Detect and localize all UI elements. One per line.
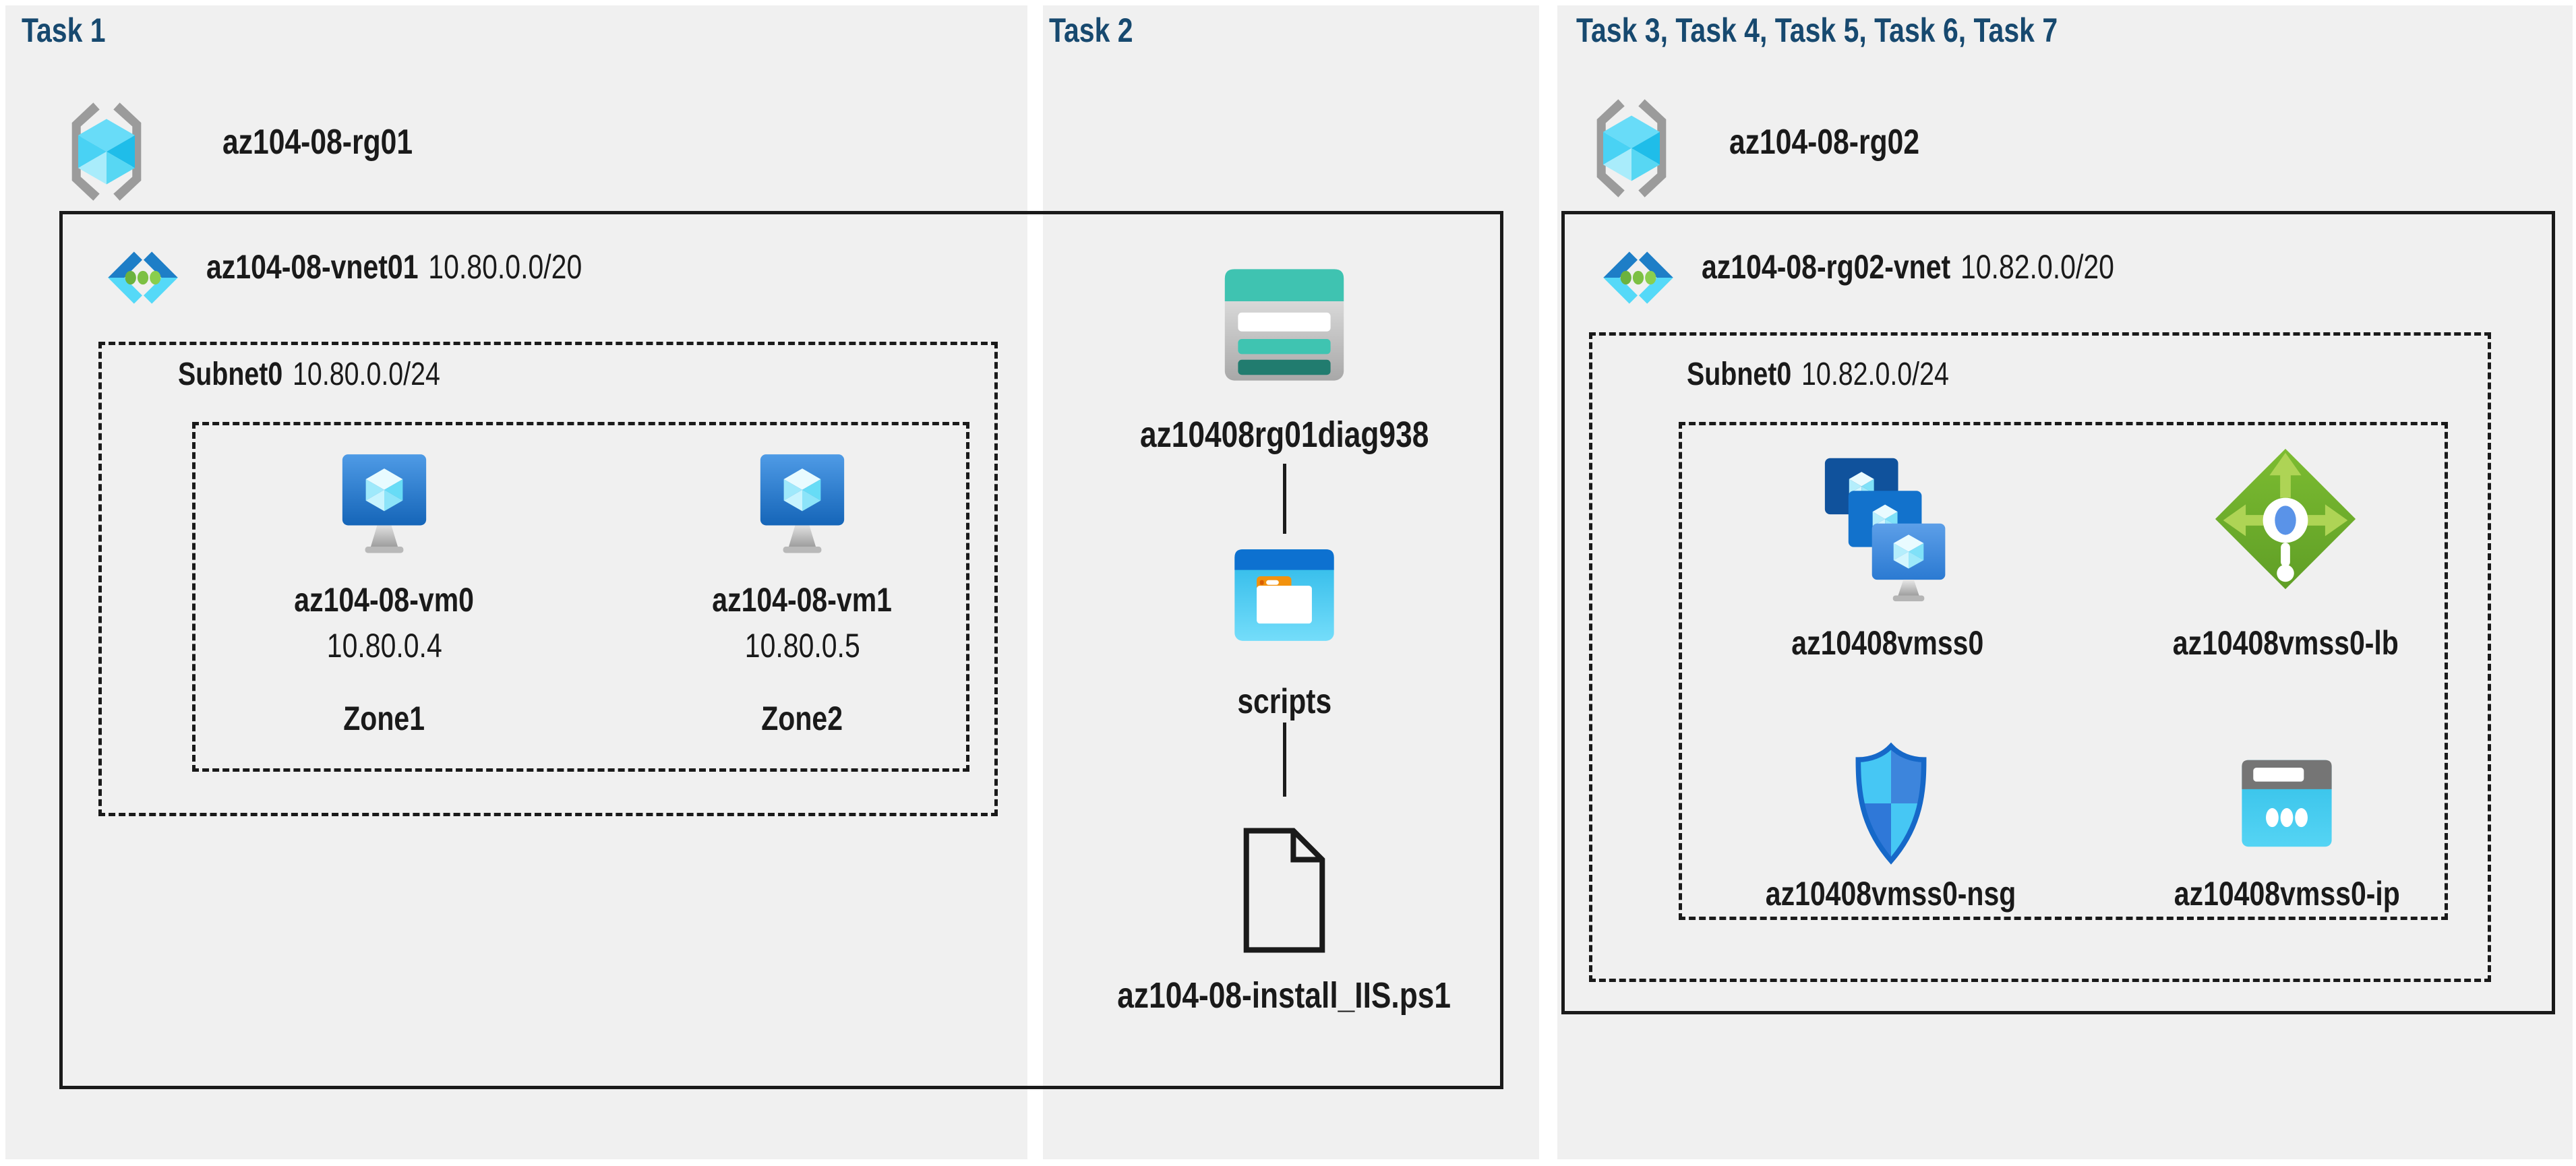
vm-zone: Zone2	[761, 700, 843, 737]
vm-ip-address: 10.80.0.5	[744, 627, 860, 665]
panel-title-task1: Task 1	[22, 11, 106, 49]
vnet2-boundary-box	[1561, 211, 2555, 1014]
panel-title-task2: Task 2	[1049, 11, 1133, 49]
resource-group-name: az104-08-rg01	[222, 123, 413, 162]
resource-group-icon-svg	[71, 102, 142, 201]
availability-zones-box	[192, 422, 969, 772]
resource-name: az10408vmss0-ip	[2174, 875, 2400, 913]
file-icon	[1239, 826, 1329, 954]
storage-account-icon	[1223, 267, 1346, 383]
vm-name: az104-08-vm0	[294, 581, 475, 619]
panel-task3-7	[1557, 5, 2573, 1159]
resource-name: az10408vmss0-lb	[2172, 624, 2399, 662]
virtual-machine-icon	[752, 453, 853, 559]
script-file-name: az104-08-install_IIS.ps1	[1117, 975, 1451, 1016]
storage-account-icon-svg	[1224, 269, 1344, 381]
file-icon-svg	[1243, 828, 1325, 953]
vnet1-boundary-box	[59, 211, 1503, 1089]
connector-line	[1283, 464, 1286, 534]
virtual-network-icon-svg	[1603, 251, 1673, 304]
virtual-machine-icon-svg	[760, 454, 845, 553]
network-security-group-icon	[1849, 741, 1933, 865]
load-balancer-icon-svg	[2215, 448, 2356, 590]
virtual-machine-icon	[334, 453, 435, 559]
load-balancer-icon	[2213, 446, 2358, 592]
resource-group-icon	[1584, 98, 1679, 199]
connector-line	[1283, 723, 1286, 797]
virtual-network-icon	[1594, 241, 1683, 314]
vmss-resources-box	[1679, 422, 2448, 920]
virtual-network-icon	[98, 241, 187, 314]
storage-account-name: az10408rg01diag938	[1139, 415, 1429, 455]
panel-task1	[5, 5, 1027, 1159]
public-ip-icon	[2239, 758, 2335, 849]
vm-ip-address: 10.80.0.4	[326, 627, 442, 665]
virtual-machine-icon-svg	[342, 454, 427, 553]
resource-group-icon-svg	[1596, 99, 1667, 197]
vm-scale-set-icon-svg	[1824, 458, 1946, 602]
blob-container-icon-svg	[1234, 549, 1334, 641]
resource-name: az10408vmss0-nsg	[1766, 875, 2016, 913]
blob-container-icon	[1233, 547, 1336, 643]
resource-name: az10408vmss0	[1791, 624, 1984, 662]
subnet2-box	[1589, 332, 2491, 982]
network-security-group-icon-svg	[1855, 742, 1927, 865]
resource-group-name: az104-08-rg02	[1729, 123, 1920, 162]
panel-title-task3-7: Task 3, Task 4, Task 5, Task 6, Task 7	[1576, 11, 2058, 49]
vm-name: az104-08-vm1	[712, 581, 893, 619]
virtual-network-icon-svg	[108, 251, 178, 304]
container-name: scripts	[1237, 682, 1331, 721]
vm-scale-set-icon	[1822, 454, 1953, 604]
subnet1-box	[98, 342, 998, 816]
resource-group-icon	[59, 101, 154, 202]
public-ip-icon-svg	[2242, 760, 2332, 847]
vm-zone: Zone1	[343, 700, 425, 737]
